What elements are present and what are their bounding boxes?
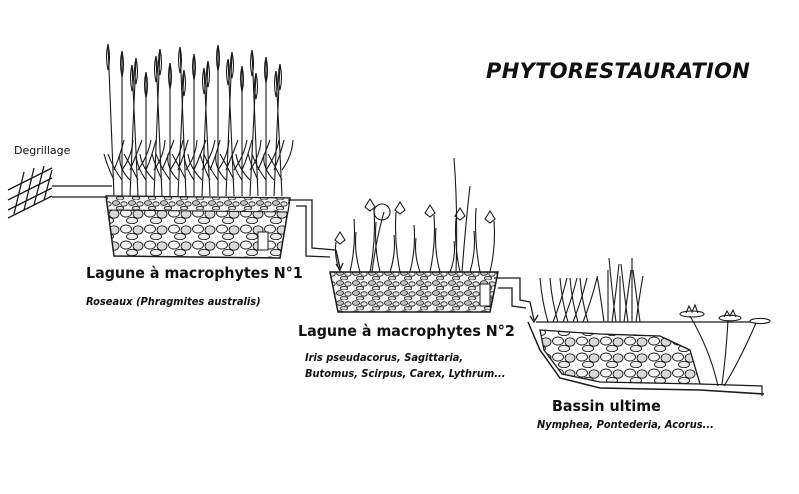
rush-leaf bbox=[621, 264, 628, 322]
plant-leaf bbox=[396, 212, 401, 272]
sagittaria-leaf bbox=[540, 278, 548, 322]
stage-3-species: Nymphea, Pontederia, Acorus... bbox=[537, 417, 714, 433]
plant-leaf bbox=[476, 208, 481, 272]
stage-1-species: Roseaux (Phragmites australis) bbox=[86, 294, 261, 310]
reeds bbox=[104, 44, 293, 196]
stage-2-species-line-2: Butomus, Scirpus, Carex, Lythrum... bbox=[305, 366, 505, 382]
plant-leaf bbox=[450, 241, 455, 272]
plant-leaf bbox=[470, 231, 475, 272]
reed-leaf bbox=[146, 140, 156, 170]
plant-leaf bbox=[390, 235, 395, 272]
stage-1-name: Lagune à macrophytes N°1 bbox=[86, 264, 303, 282]
sagittaria-leaf bbox=[553, 278, 567, 322]
reed-leaf bbox=[282, 140, 293, 170]
basin-1 bbox=[106, 196, 290, 258]
basin-2 bbox=[330, 272, 498, 312]
inlet-pipe bbox=[52, 186, 112, 197]
tall-leaf bbox=[462, 186, 470, 272]
transfer-pipe-1 bbox=[288, 200, 343, 270]
rush-leaf bbox=[597, 276, 604, 322]
plant-leaf bbox=[490, 221, 495, 272]
reed-leaf bbox=[242, 140, 252, 170]
screen-grid bbox=[8, 166, 52, 218]
plant-leaf bbox=[410, 225, 415, 272]
reed-leaf bbox=[264, 154, 274, 180]
sagittaria-leaf bbox=[550, 278, 558, 322]
stage-3-name: Bassin ultime bbox=[552, 397, 661, 415]
plant-leaf bbox=[416, 238, 421, 272]
plant-leaf bbox=[350, 219, 355, 272]
rush-leaf bbox=[633, 270, 640, 322]
flower-head bbox=[372, 204, 390, 272]
stage-2-name: Lagune à macrophytes N°2 bbox=[298, 322, 515, 340]
marsh-plants bbox=[335, 158, 495, 272]
page-title: PHYTORESTAURATION bbox=[486, 59, 750, 83]
inlet-label: Degrillage bbox=[14, 144, 70, 157]
final-basin bbox=[528, 322, 770, 396]
aquatic-plants bbox=[540, 258, 643, 322]
plant-leaf bbox=[436, 228, 441, 272]
plant-leaf bbox=[356, 232, 361, 272]
rush-leaf bbox=[609, 258, 616, 322]
stage-2-species-line-1: Iris pseudacorus, Sagittaria, bbox=[305, 350, 463, 366]
transfer-pipe-2 bbox=[494, 278, 538, 322]
plant-leaf bbox=[430, 215, 435, 272]
rush-leaf bbox=[612, 264, 619, 322]
reed-leaf bbox=[168, 154, 178, 180]
